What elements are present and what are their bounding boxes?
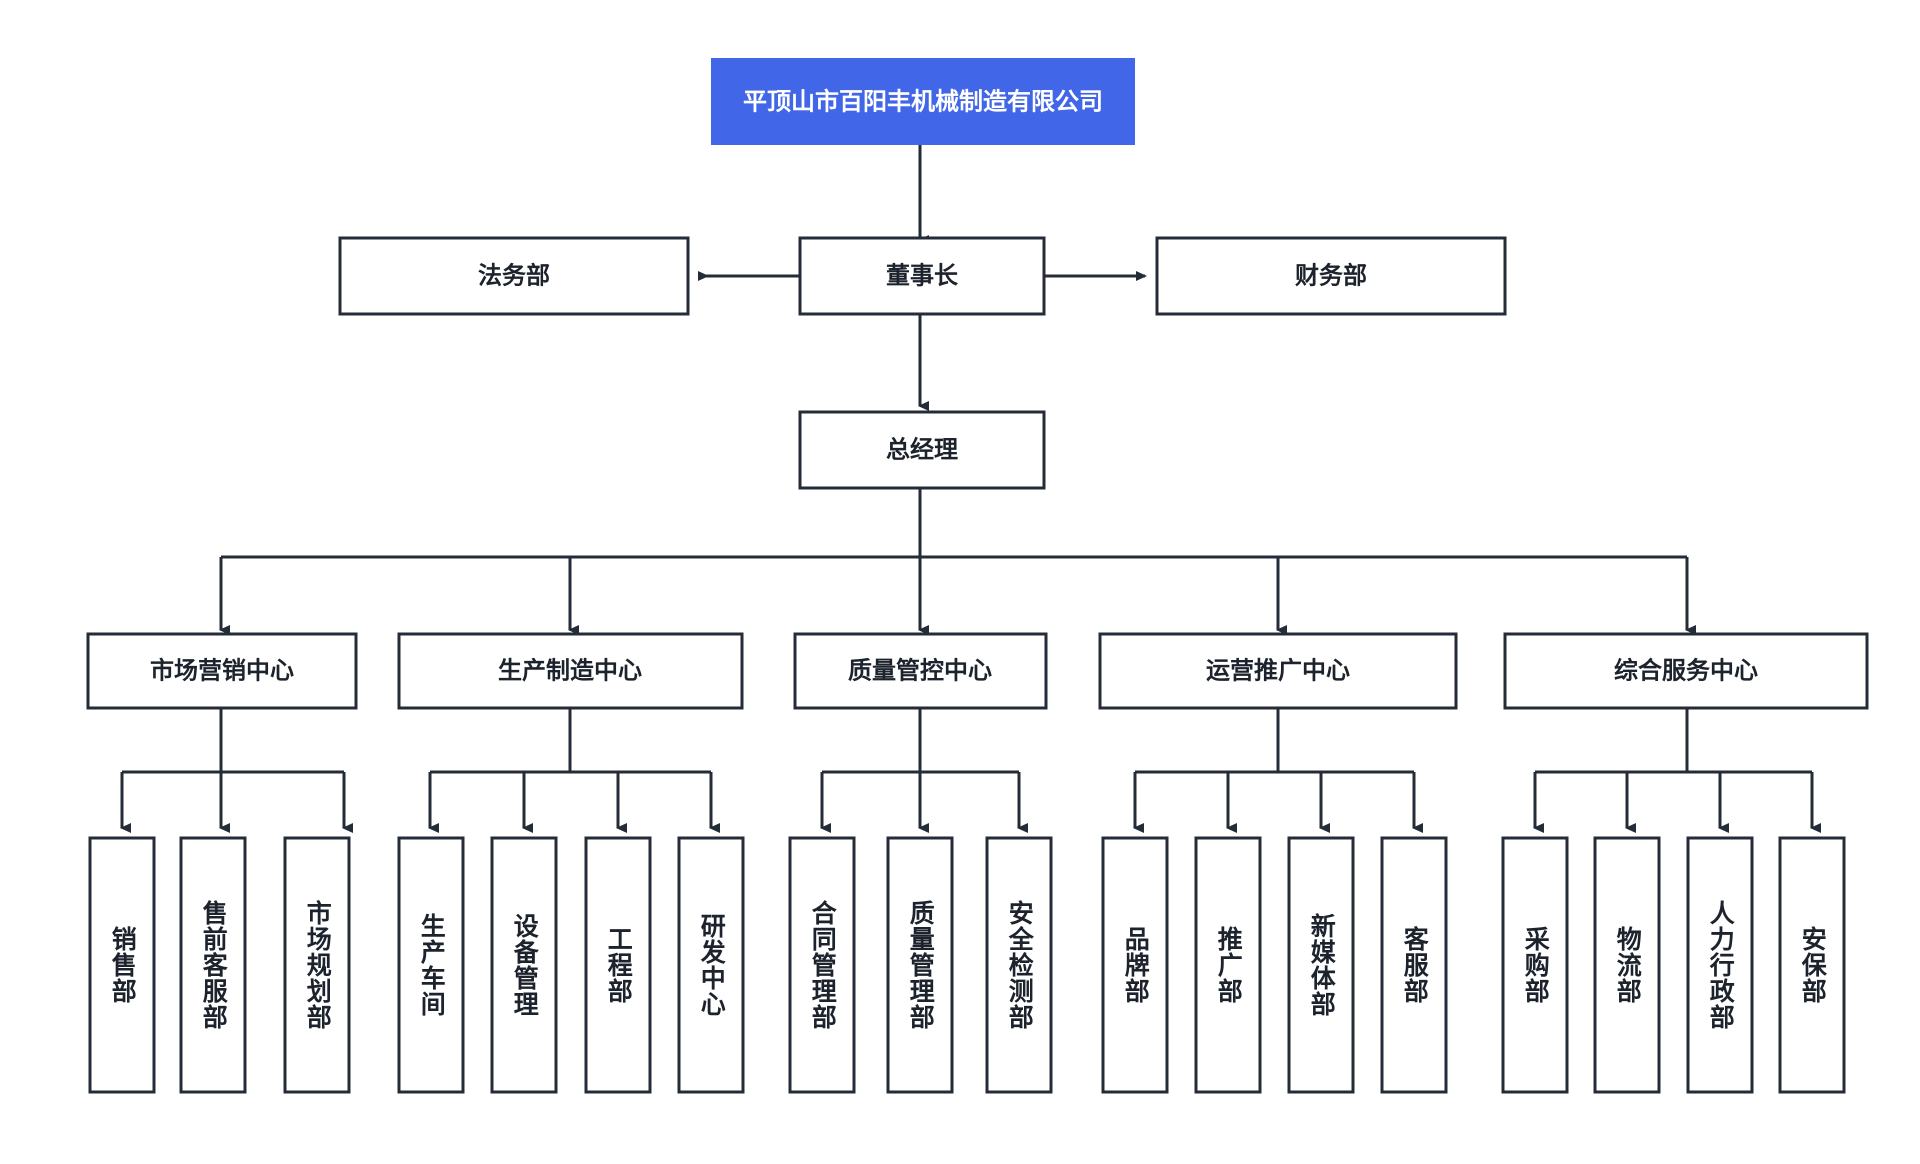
general-manager-box[interactable] (798, 410, 1046, 490)
node-root[interactable]: 平顶山市百阳丰机械制造有限公司 (711, 58, 1135, 145)
general-manager-label: 总经理 (886, 435, 958, 463)
node-general-manager[interactable]: 总经理 (798, 410, 1046, 490)
leaf-box[interactable] (397, 836, 465, 1094)
leaf-box[interactable] (179, 836, 247, 1094)
leaf-market-planning-dept[interactable] (283, 836, 351, 1094)
leaf-contract-management-dept[interactable] (788, 836, 856, 1094)
leaf-procurement-dept[interactable] (1501, 836, 1569, 1094)
finance-dept-box[interactable] (1155, 236, 1507, 316)
leaf-box[interactable] (490, 836, 558, 1094)
leaf-box[interactable] (985, 836, 1053, 1094)
node-legal-dept[interactable]: 法务部 (338, 236, 690, 316)
root-label: 平顶山市百阳丰机械制造有限公司 (743, 87, 1103, 115)
leaf-box[interactable] (1287, 836, 1355, 1094)
center-services-label: 综合服务中心 (1614, 656, 1758, 684)
leaf-promotion-dept[interactable] (1194, 836, 1262, 1094)
leaf-logistics-dept[interactable] (1593, 836, 1661, 1094)
leaf-sales-dept[interactable] (88, 836, 156, 1094)
leaf-customer-service-dept[interactable] (1380, 836, 1448, 1094)
leaf-box[interactable] (584, 836, 652, 1094)
center-manufacturing-box[interactable] (397, 632, 744, 710)
leaf-box[interactable] (1593, 836, 1661, 1094)
leaf-box[interactable] (283, 836, 351, 1094)
leaf-new-media-dept[interactable] (1287, 836, 1355, 1094)
center-services-box[interactable] (1503, 632, 1869, 710)
leaf-box[interactable] (1501, 836, 1569, 1094)
node-center-services[interactable]: 综合服务中心 (1503, 632, 1869, 710)
root-box[interactable] (711, 58, 1135, 145)
leaf-brand-dept[interactable] (1101, 836, 1169, 1094)
leaf-box[interactable] (1778, 836, 1846, 1094)
center-quality-box[interactable] (793, 632, 1048, 710)
node-center-marketing[interactable]: 市场营销中心 (86, 632, 358, 710)
node-center-quality[interactable]: 质量管控中心 (793, 632, 1048, 710)
leaf-hr-admin-dept[interactable] (1686, 836, 1754, 1094)
leaf-box[interactable] (1194, 836, 1262, 1094)
leaf-production-workshop[interactable] (397, 836, 465, 1094)
leaf-quality-management-dept[interactable] (886, 836, 954, 1094)
leaf-box[interactable] (1380, 836, 1448, 1094)
leaf-security-dept[interactable] (1778, 836, 1846, 1094)
leaf-box[interactable] (1101, 836, 1169, 1094)
center-manufacturing-label: 生产制造中心 (498, 656, 642, 684)
node-center-operations[interactable]: 运营推广中心 (1098, 632, 1458, 710)
leaf-box[interactable] (1686, 836, 1754, 1094)
leaf-equipment-management[interactable] (490, 836, 558, 1094)
node-center-manufacturing[interactable]: 生产制造中心 (397, 632, 744, 710)
center-marketing-box[interactable] (86, 632, 358, 710)
finance-dept-label: 财务部 (1295, 261, 1367, 289)
chairman-box[interactable] (798, 236, 1046, 316)
legal-dept-label: 法务部 (478, 261, 550, 289)
leaf-box[interactable] (88, 836, 156, 1094)
center-marketing-label: 市场营销中心 (150, 656, 294, 684)
leaf-engineering-dept[interactable] (584, 836, 652, 1094)
node-finance-dept[interactable]: 财务部 (1155, 236, 1507, 316)
center-operations-box[interactable] (1098, 632, 1458, 710)
leaf-safety-inspection-dept[interactable] (985, 836, 1053, 1094)
leaf-box[interactable] (788, 836, 856, 1094)
node-chairman[interactable]: 董事长 (798, 236, 1046, 316)
chairman-label: 董事长 (886, 262, 959, 289)
leaf-box[interactable] (677, 836, 745, 1094)
leaf-box[interactable] (886, 836, 954, 1094)
leaf-presales-service-dept[interactable] (179, 836, 247, 1094)
connector-layer (120, 145, 1821, 833)
center-quality-label: 质量管控中心 (848, 656, 992, 684)
legal-dept-box[interactable] (338, 236, 690, 316)
leaf-rnd-center[interactable] (677, 836, 745, 1094)
center-operations-label: 运营推广中心 (1206, 656, 1350, 684)
